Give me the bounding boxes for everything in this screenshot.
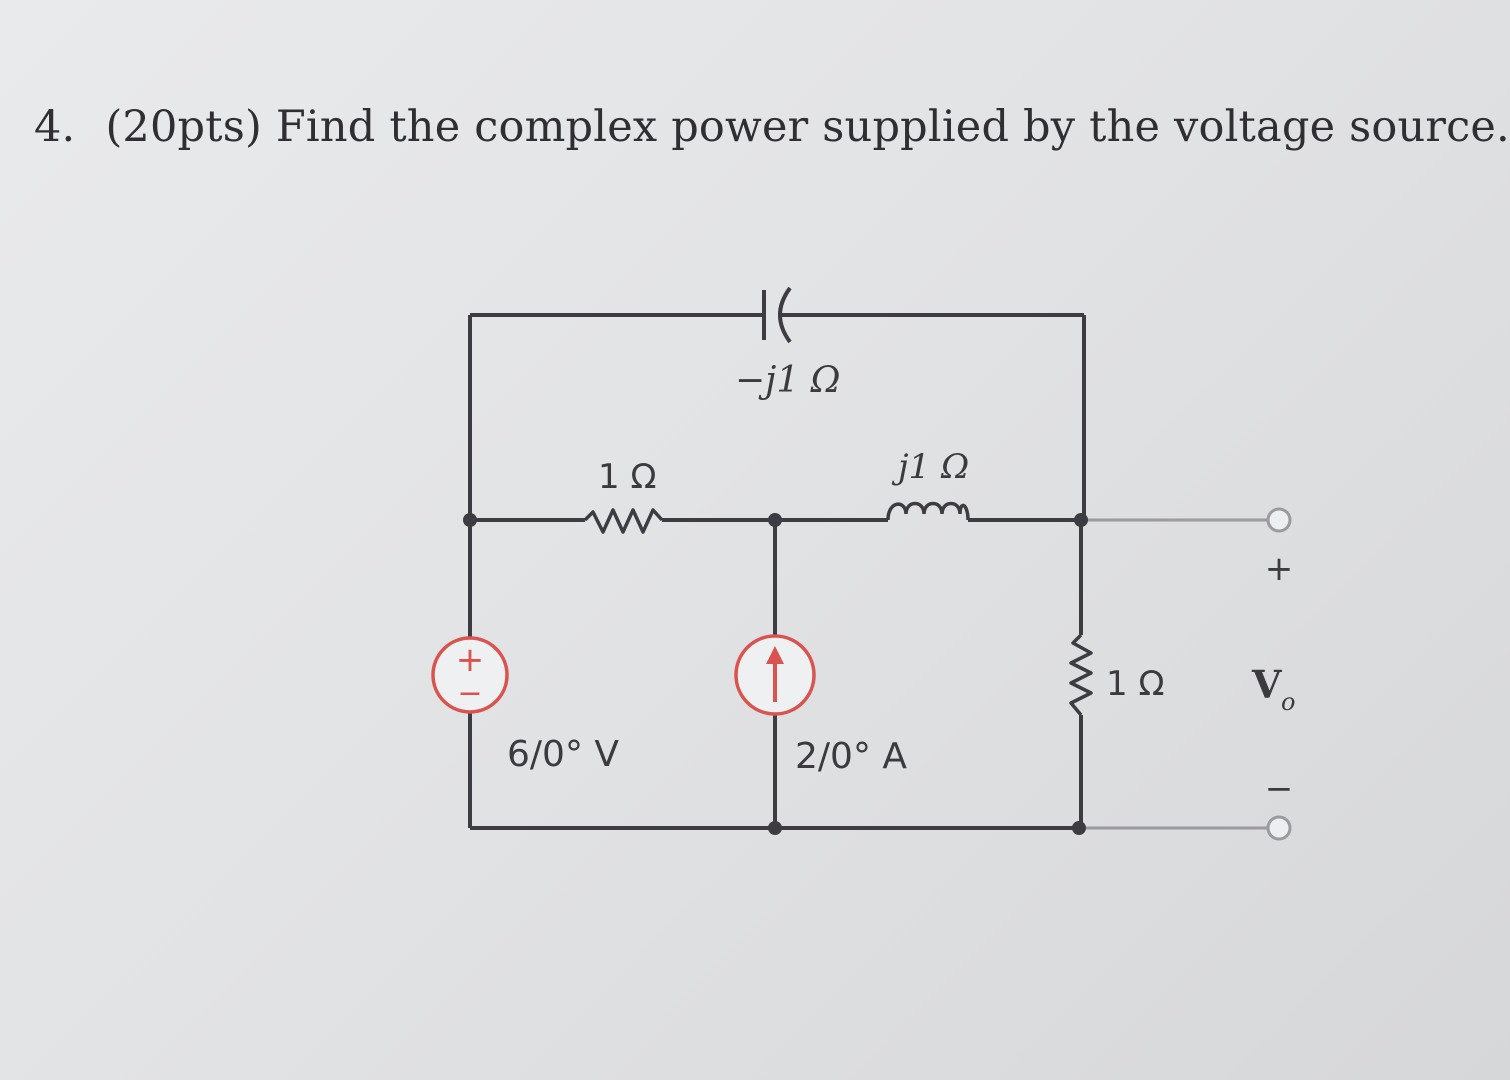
junction-nodes (463, 513, 1088, 835)
question-text: 4. (20pts) Find the complex power supplie… (34, 102, 1510, 152)
node-center-middle (768, 513, 782, 527)
current-source (734, 634, 816, 716)
node-right-middle (1074, 513, 1088, 527)
question-prompt: (20pts) Find the complex power supplied … (105, 102, 1510, 152)
right-resistor-symbol (1069, 633, 1093, 717)
inductor-symbol (886, 501, 970, 521)
node-right-bottom (1072, 821, 1086, 835)
output-voltage-subscript: o (1281, 688, 1295, 716)
node-center-bottom (768, 821, 782, 835)
output-leads (1084, 518, 1268, 830)
top-wire (468, 313, 1086, 520)
inductor-label: j1 Ω (891, 447, 969, 487)
question-number: 4. (34, 102, 76, 152)
voltage-source: + − (431, 636, 509, 714)
output-terminal-bottom (1266, 815, 1292, 841)
capacitor-symbol (762, 286, 792, 344)
output-plus-sign: + (1265, 549, 1294, 589)
capacitor-label: −j1 Ω (735, 360, 841, 401)
output-terminal-top (1266, 507, 1292, 533)
current-arrowhead-icon (766, 646, 784, 664)
output-voltage-main: V (1251, 662, 1283, 707)
current-source-label: 2/0° A (795, 736, 907, 777)
output-voltage-label: V o (1251, 662, 1295, 716)
voltage-source-minus: − (457, 676, 482, 711)
circuit-diagram: −j1 Ω 1 Ω j1 Ω + − 6/0° V 2/0° A 1 Ω (431, 286, 1295, 841)
left-resistor-label: 1 Ω (598, 457, 656, 497)
voltage-source-label: 6/0° V (507, 734, 619, 775)
voltage-source-plus: + (456, 640, 485, 680)
right-resistor-label: 1 Ω (1106, 664, 1164, 704)
output-minus-sign: − (1265, 769, 1294, 809)
left-resistor-symbol (583, 508, 664, 534)
node-left-middle (463, 513, 477, 527)
